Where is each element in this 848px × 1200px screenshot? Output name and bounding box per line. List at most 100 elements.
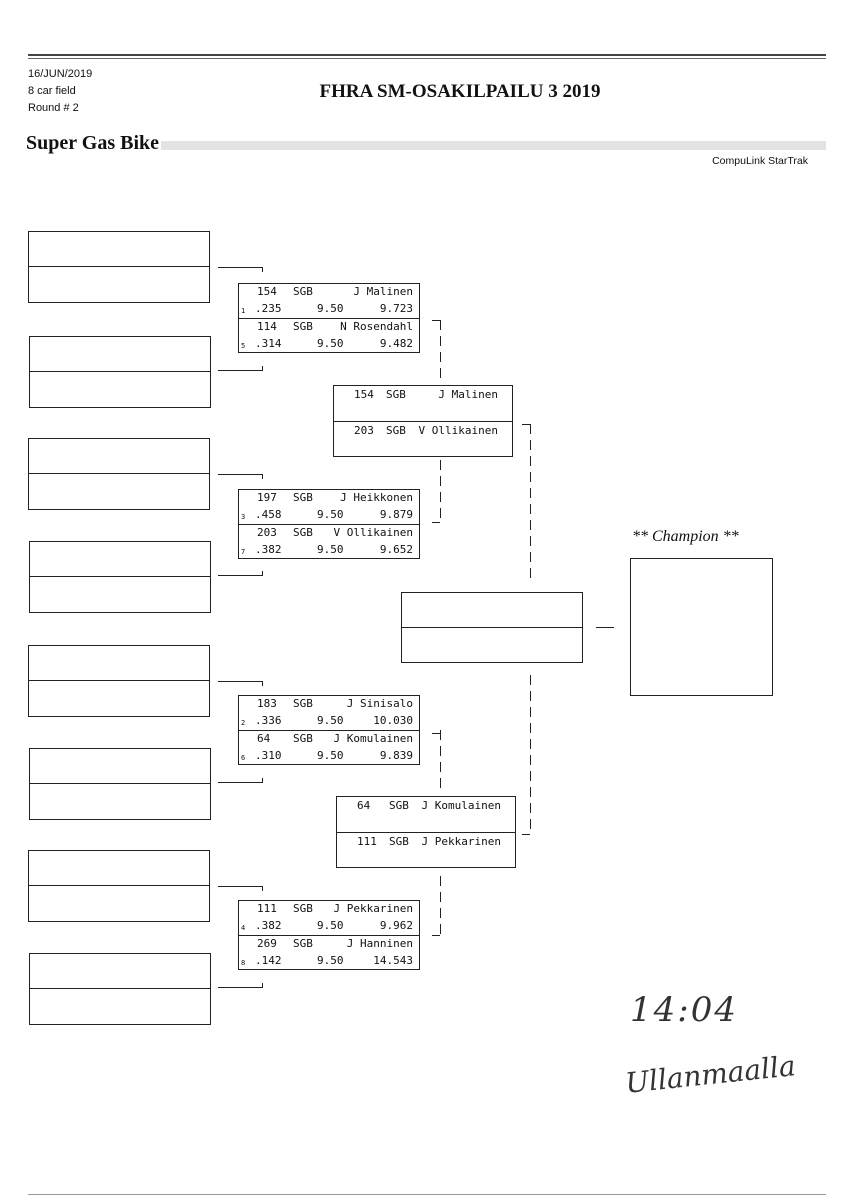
car-number: 111 bbox=[257, 902, 277, 915]
elapsed-time: 14.543 bbox=[373, 954, 413, 967]
dial-in: 9.50 bbox=[317, 337, 344, 350]
dial-in: 9.50 bbox=[317, 714, 344, 727]
connector-hook bbox=[432, 733, 440, 734]
reaction-time: .382 bbox=[255, 919, 282, 932]
bracket-connector bbox=[218, 681, 263, 686]
connector-hook bbox=[522, 424, 530, 425]
event-meta: 16/JUN/2019 8 car field Round # 2 bbox=[28, 66, 92, 117]
class-code: SGB bbox=[386, 388, 406, 401]
elapsed-time: 9.839 bbox=[379, 749, 413, 762]
field-size: 8 car field bbox=[28, 85, 76, 97]
seed-number: 7 bbox=[241, 548, 246, 556]
seed-number: 3 bbox=[241, 513, 246, 521]
class-heading: Super Gas Bike bbox=[26, 132, 826, 155]
final-connector bbox=[596, 627, 614, 628]
car-number: 203 bbox=[354, 424, 374, 437]
racer-name: V Ollikainen bbox=[418, 424, 498, 437]
car-number: 111 bbox=[357, 835, 377, 848]
dashed-connector bbox=[530, 675, 531, 835]
car-number: 114 bbox=[257, 320, 277, 333]
racer-name: N Rosendahl bbox=[340, 320, 413, 333]
empty-slot-box bbox=[28, 438, 210, 510]
match-entry: 111 SGB J Pekkarinen bbox=[337, 832, 515, 867]
dashed-connector bbox=[440, 320, 441, 380]
racer-name: J Pekkarinen bbox=[333, 902, 413, 915]
dial-in: 9.50 bbox=[317, 508, 344, 521]
elapsed-time: 9.962 bbox=[379, 919, 413, 932]
top-rule bbox=[28, 54, 826, 56]
reaction-time: .235 bbox=[255, 302, 282, 315]
connector-hook bbox=[432, 935, 440, 936]
event-date: 16/JUN/2019 bbox=[28, 68, 93, 80]
seed-number: 5 bbox=[241, 342, 246, 350]
match-entry: 114 SGB N Rosendahl 5 .314 9.50 9.482 bbox=[239, 318, 419, 352]
dial-in: 9.50 bbox=[317, 954, 344, 967]
class-code: SGB bbox=[293, 902, 313, 915]
final-box bbox=[401, 592, 583, 663]
class-code: SGB bbox=[293, 937, 313, 950]
software-name: CompuLink StarTrak bbox=[712, 155, 808, 167]
empty-slot-box bbox=[29, 541, 211, 613]
connector-hook bbox=[432, 522, 440, 523]
car-number: 183 bbox=[257, 697, 277, 710]
champion-box bbox=[630, 558, 773, 696]
bracket-connector bbox=[218, 474, 263, 479]
bracket-connector bbox=[218, 778, 263, 783]
dashed-connector bbox=[440, 730, 441, 790]
connector-hook bbox=[432, 320, 440, 321]
class-code: SGB bbox=[293, 732, 313, 745]
car-number: 203 bbox=[257, 526, 277, 539]
class-code: SGB bbox=[389, 799, 409, 812]
elapsed-time: 9.482 bbox=[379, 337, 413, 350]
empty-slot-box bbox=[28, 850, 210, 922]
seed-number: 2 bbox=[241, 719, 246, 727]
round-number: Round # 2 bbox=[28, 102, 79, 114]
bracket-connector bbox=[218, 571, 263, 576]
car-number: 154 bbox=[354, 388, 374, 401]
racer-name: J Heikkonen bbox=[340, 491, 413, 504]
dotted-fill bbox=[161, 141, 826, 150]
racer-name: J Pekkarinen bbox=[421, 835, 501, 848]
bottom-rule bbox=[28, 1194, 826, 1195]
racer-name: V Ollikainen bbox=[333, 526, 413, 539]
empty-slot-box bbox=[28, 645, 210, 717]
reaction-time: .142 bbox=[255, 954, 282, 967]
racer-name: J Komulainen bbox=[333, 732, 413, 745]
top-rule-2 bbox=[28, 58, 826, 59]
class-code: SGB bbox=[293, 491, 313, 504]
class-code: SGB bbox=[293, 320, 313, 333]
empty-slot-box bbox=[29, 953, 211, 1025]
dial-in: 9.50 bbox=[317, 919, 344, 932]
racer-name: J Sinisalo bbox=[346, 697, 413, 710]
handwritten-signature: Ullanmaalla bbox=[623, 1049, 798, 1100]
dial-in: 9.50 bbox=[317, 543, 344, 556]
class-code: SGB bbox=[293, 526, 313, 539]
dial-in: 9.50 bbox=[317, 749, 344, 762]
empty-slot-box bbox=[28, 231, 210, 303]
reaction-time: .382 bbox=[255, 543, 282, 556]
class-name: Super Gas Bike bbox=[26, 132, 159, 154]
bracket-connector bbox=[218, 366, 263, 371]
seed-number: 8 bbox=[241, 959, 246, 967]
class-code: SGB bbox=[293, 697, 313, 710]
car-number: 64 bbox=[357, 799, 371, 812]
handwritten-time: 14:04 bbox=[630, 990, 738, 1030]
reaction-time: .314 bbox=[255, 337, 282, 350]
elapsed-time: 9.723 bbox=[379, 302, 413, 315]
empty-slot-box bbox=[29, 748, 211, 820]
class-code: SGB bbox=[389, 835, 409, 848]
bracket-connector bbox=[218, 983, 263, 988]
